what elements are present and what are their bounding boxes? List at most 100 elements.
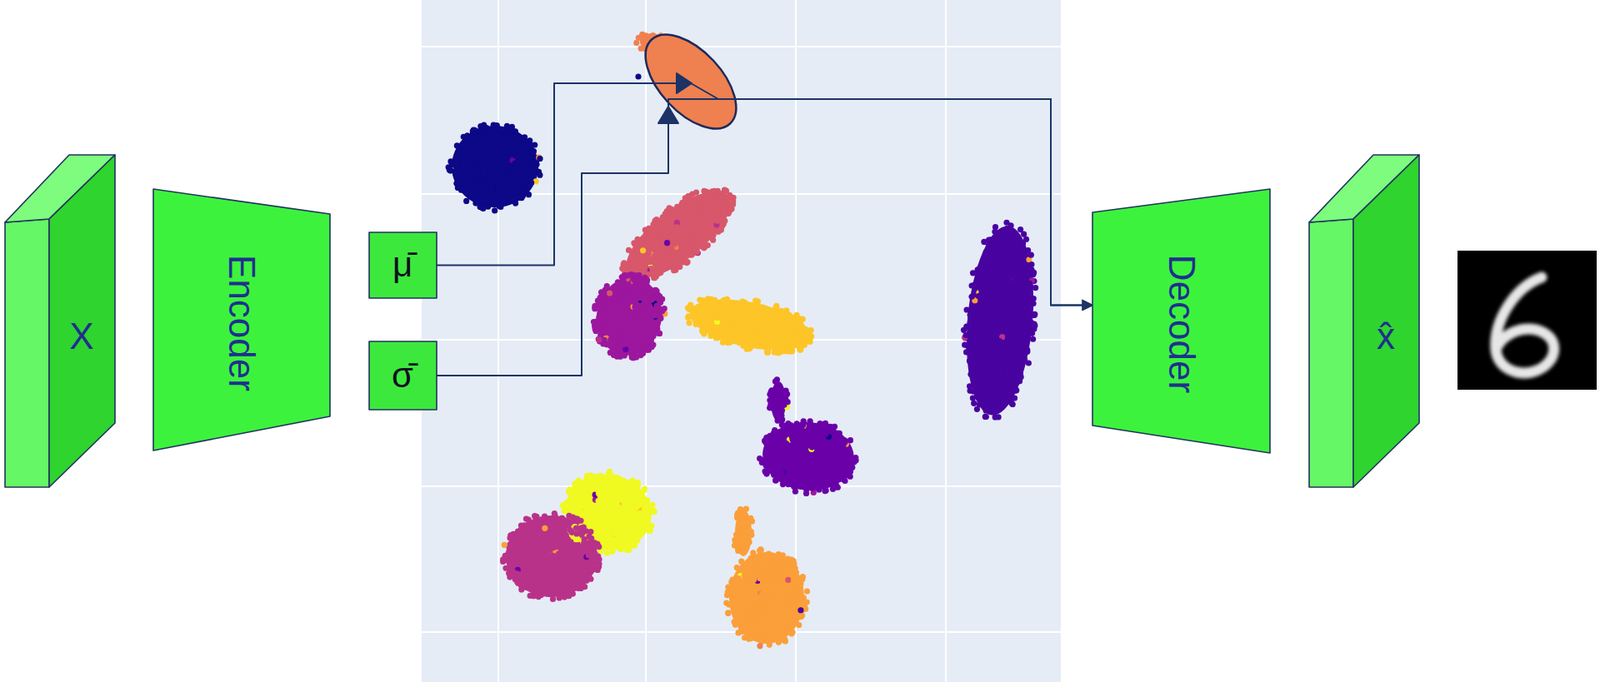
latent-point xyxy=(601,337,608,344)
latent-point xyxy=(595,336,602,343)
latent-point xyxy=(997,388,1004,395)
latent-point xyxy=(815,475,821,481)
latent-point xyxy=(462,185,469,192)
latent-point xyxy=(530,148,536,155)
latent-point xyxy=(1002,295,1009,301)
latent-point xyxy=(526,176,533,183)
latent-point xyxy=(733,322,740,329)
latent-point xyxy=(647,290,654,296)
latent-point xyxy=(987,401,994,408)
latent-point xyxy=(1010,315,1017,321)
latent-point xyxy=(816,428,823,435)
latent-point xyxy=(739,321,745,328)
latent-point xyxy=(1005,233,1012,240)
latent-point xyxy=(648,337,655,344)
latent-point xyxy=(776,429,783,435)
latent-point xyxy=(470,128,476,135)
latent-point xyxy=(973,377,980,384)
latent-point xyxy=(495,186,502,193)
latent-point xyxy=(475,198,482,205)
latent-point xyxy=(766,307,773,314)
latent-point xyxy=(841,478,848,485)
latent-point xyxy=(808,327,815,334)
latent-point xyxy=(464,173,470,180)
latent-point xyxy=(670,236,676,243)
latent-point xyxy=(646,303,653,310)
latent-point xyxy=(691,198,698,205)
latent-point xyxy=(985,351,992,358)
latent-point xyxy=(1030,321,1037,328)
latent-point xyxy=(656,330,663,337)
latent-point xyxy=(502,183,509,190)
latent-point xyxy=(988,270,995,277)
latent-point xyxy=(796,452,803,459)
latent-point xyxy=(694,225,700,231)
latent-point xyxy=(756,335,763,341)
latent-point xyxy=(676,249,683,255)
latent-point xyxy=(595,300,602,307)
latent-point xyxy=(651,246,658,253)
latent-point xyxy=(1005,250,1012,256)
latent-point xyxy=(984,389,990,395)
latent-point xyxy=(809,465,815,471)
latent-point xyxy=(1030,300,1036,307)
latent-point xyxy=(701,223,708,230)
latent-point xyxy=(750,335,756,341)
latent-point xyxy=(512,171,519,178)
latent-point xyxy=(971,320,978,327)
cluster-blobs xyxy=(451,29,1041,645)
latent-point xyxy=(729,329,735,335)
latent-point xyxy=(685,250,691,257)
latent-point xyxy=(816,420,823,427)
latent-point xyxy=(1010,286,1017,293)
latent-point xyxy=(694,239,700,245)
latent-point xyxy=(633,272,640,279)
latent-point xyxy=(632,331,639,338)
latent-point xyxy=(769,334,775,340)
latent-point xyxy=(720,336,726,343)
latent-point xyxy=(819,435,825,442)
latent-point xyxy=(686,215,693,222)
latent-point xyxy=(785,420,791,427)
latent-point xyxy=(980,272,987,279)
latent-point xyxy=(643,295,650,302)
latent-point xyxy=(701,235,708,242)
latent-point xyxy=(640,247,646,254)
latent-point xyxy=(968,294,975,300)
latent-point xyxy=(655,255,661,261)
latent-point xyxy=(471,166,478,173)
latent-point xyxy=(674,255,680,262)
latent-point xyxy=(1002,285,1009,291)
latent-point xyxy=(714,204,720,210)
latent-point xyxy=(757,306,764,313)
latent-point xyxy=(1024,349,1030,355)
latent-point xyxy=(1007,222,1014,229)
latent-point xyxy=(771,306,778,313)
latent-point xyxy=(746,345,753,352)
latent-point xyxy=(983,249,990,255)
latent-point xyxy=(1009,395,1015,402)
latent-point xyxy=(628,325,635,332)
latent-point xyxy=(1032,285,1039,291)
latent-point xyxy=(996,338,1003,345)
latent-point xyxy=(512,133,519,140)
latent-point xyxy=(470,185,476,191)
latent-point xyxy=(705,295,711,302)
latent-point xyxy=(998,403,1005,410)
latent-point xyxy=(797,475,804,481)
latent-point xyxy=(800,421,806,428)
latent-point xyxy=(983,414,990,420)
latent-point xyxy=(473,161,480,168)
latent-point xyxy=(632,279,639,285)
latent-point xyxy=(850,459,856,465)
latent-point xyxy=(806,442,813,449)
latent-point xyxy=(715,315,721,321)
latent-point xyxy=(1003,263,1010,270)
latent-point xyxy=(825,440,832,447)
latent-point xyxy=(995,383,1002,390)
latent-point xyxy=(695,309,702,315)
latent-point xyxy=(525,142,532,149)
latent-point xyxy=(725,210,732,217)
latent-point xyxy=(805,483,812,490)
latent-point xyxy=(657,314,664,320)
